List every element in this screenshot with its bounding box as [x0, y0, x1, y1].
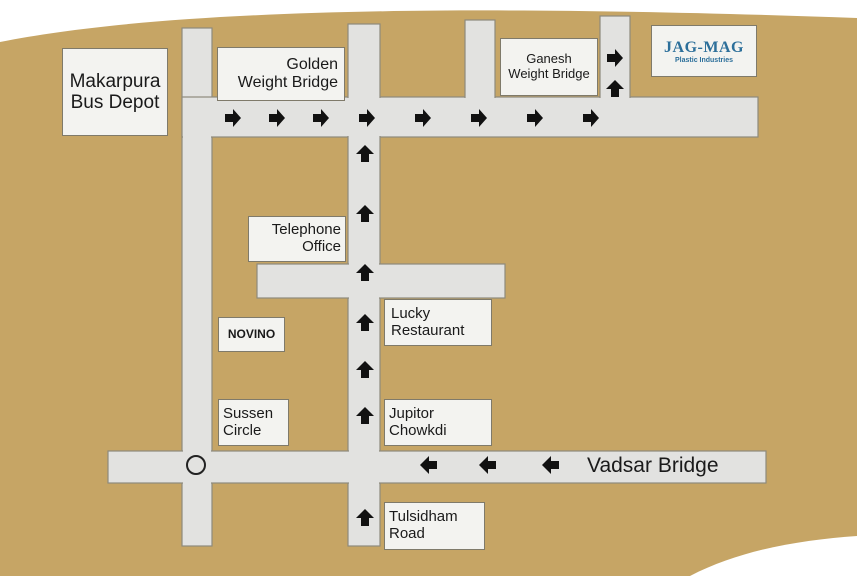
direction-arrow-icon: [542, 456, 559, 474]
direction-arrow-icon: [356, 145, 374, 162]
label-sussen-circle: Sussen Circle: [218, 399, 289, 446]
page-corner: [690, 536, 857, 576]
direction-arrow-icon: [359, 109, 375, 127]
jagmag-logo: JAG-MAG Plastic Industries: [651, 25, 757, 77]
direction-arrow-icon: [225, 109, 241, 127]
direction-arrow-icon: [356, 205, 374, 222]
direction-arrow-icon: [583, 109, 599, 127]
direction-arrow-icon: [606, 80, 624, 97]
label-novino: NOVINO: [218, 317, 285, 352]
label-golden-weight-bridge: Golden Weight Bridge: [217, 47, 345, 101]
logo-name: JAG-MAG: [664, 38, 744, 56]
direction-arrow-icon: [415, 109, 431, 127]
direction-arrow-icon: [356, 509, 374, 526]
label-makarpura-bus-depot: Makarpura Bus Depot: [62, 48, 168, 136]
label-tulsidham-road: Tulsidham Road: [384, 502, 485, 550]
direction-arrow-icon: [527, 109, 543, 127]
roundabout-circle-icon: [186, 455, 206, 475]
direction-arrow-icon: [356, 314, 374, 331]
road-label-vadsar-bridge: Vadsar Bridge: [587, 454, 719, 477]
direction-arrow-icon: [471, 109, 487, 127]
direction-arrow-icon: [356, 264, 374, 281]
direction-arrow-icon: [607, 49, 623, 67]
direction-arrow-icon: [313, 109, 329, 127]
direction-arrow-icon: [356, 361, 374, 378]
road-middle-horizontal: [256, 263, 506, 299]
label-jupitor-chowkdi: Jupitor Chowkdi: [384, 399, 492, 446]
label-lucky-restaurant: Lucky Restaurant: [384, 299, 492, 346]
direction-arrow-icon: [269, 109, 285, 127]
label-ganesh-weight-bridge: Ganesh Weight Bridge: [500, 38, 598, 96]
direction-arrow-icon: [356, 407, 374, 424]
direction-arrow-icon: [479, 456, 496, 474]
label-telephone-office: Telephone Office: [248, 216, 346, 262]
logo-tagline: Plastic Industries: [675, 56, 733, 64]
direction-arrow-icon: [420, 456, 437, 474]
